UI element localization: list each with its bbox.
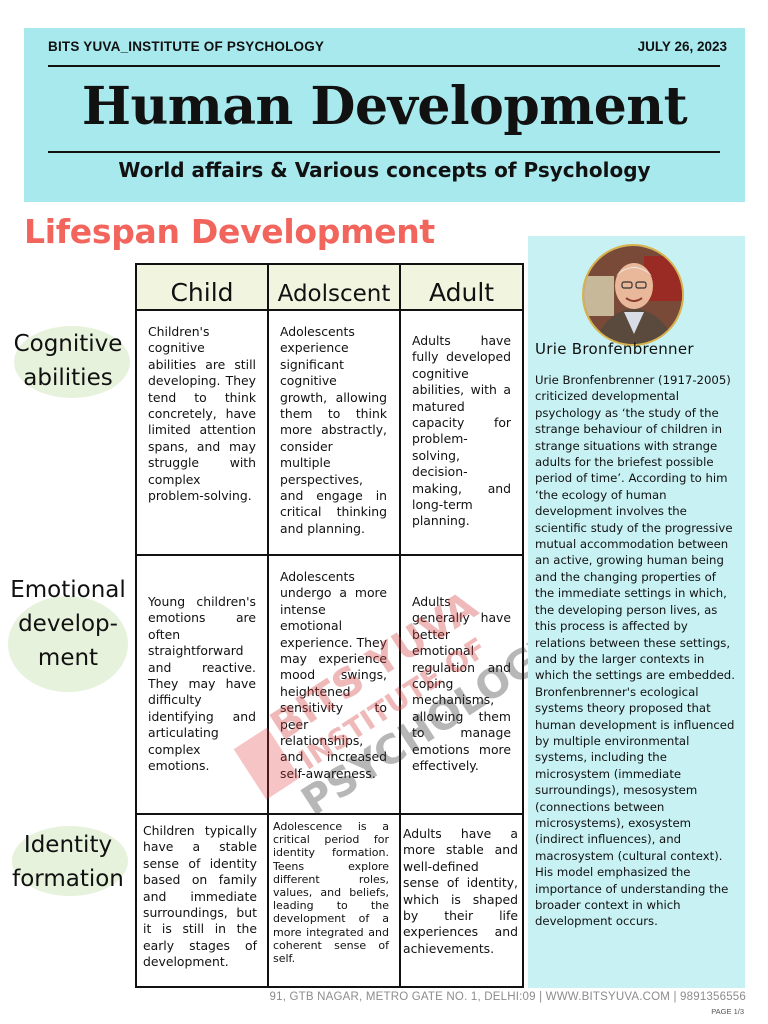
row-label-identity: Identity formation <box>12 832 124 892</box>
table-cell: Adolescents experience significant cogni… <box>280 324 387 536</box>
table-cell: Young children's emotions are often stra… <box>148 594 256 774</box>
column-header-child: Child <box>170 278 234 307</box>
top-divider <box>48 65 720 67</box>
row-label-cognitive: Cognitive abilities <box>13 331 123 391</box>
table-cell: Children's cognitive abilities are still… <box>148 324 256 504</box>
decorative-blob <box>14 326 130 398</box>
newsletter-subtitle: World affairs & Various concepts of Psyc… <box>118 158 651 182</box>
footer-address: 91, GTB NAGAR, METRO GATE NO. 1, DELHI:0… <box>269 991 746 1003</box>
organization-name: BITS YUVA_INSTITUTE OF PSYCHOLOGY <box>48 39 325 54</box>
column-header-adolescent: Adolscent <box>277 281 391 307</box>
table-cell: Adolescence is a critical period for ide… <box>273 820 389 966</box>
table-cell: Adults have a more stable and well-defin… <box>403 826 518 956</box>
sidebar-profile: Urie Bronfenbrenner Urie Bronfenbrenner … <box>528 236 745 988</box>
table-cell: Adults have fully developed cognitive ab… <box>412 333 511 529</box>
table-cell: Children typically have a stable sense o… <box>143 823 257 970</box>
decorative-blob <box>8 596 128 692</box>
column-divider <box>399 265 401 986</box>
column-header-adult: Adult <box>428 278 495 307</box>
person-portrait-icon <box>584 246 682 344</box>
issue-date: JULY 26, 2023 <box>637 39 727 54</box>
avatar <box>582 244 684 346</box>
bottom-divider <box>48 151 720 153</box>
section-title: Lifespan Development <box>24 212 435 251</box>
table-header: Child Adolscent Adult <box>137 265 522 311</box>
row-label-emotional: Emotional develop- ment <box>10 577 126 671</box>
person-name: Urie Bronfenbrenner <box>535 340 694 358</box>
decorative-blob <box>12 826 128 896</box>
column-divider <box>267 265 269 986</box>
lifespan-table: Child Adolscent Adult Children's cogniti… <box>135 263 524 988</box>
table-cell: Adolescents undergo a more intense emoti… <box>280 569 387 781</box>
person-bio: Urie Bronfenbrenner (1917-2005) criticiz… <box>535 373 735 929</box>
row-divider <box>137 813 522 815</box>
newsletter-title: Human Development <box>81 76 688 137</box>
table-cell: Adults generally have better emotional r… <box>412 594 511 774</box>
masthead: BITS YUVA_INSTITUTE OF PSYCHOLOGY JULY 2… <box>24 28 745 202</box>
row-divider <box>137 554 522 556</box>
page-number: PAGE 1/3 <box>711 1007 744 1016</box>
